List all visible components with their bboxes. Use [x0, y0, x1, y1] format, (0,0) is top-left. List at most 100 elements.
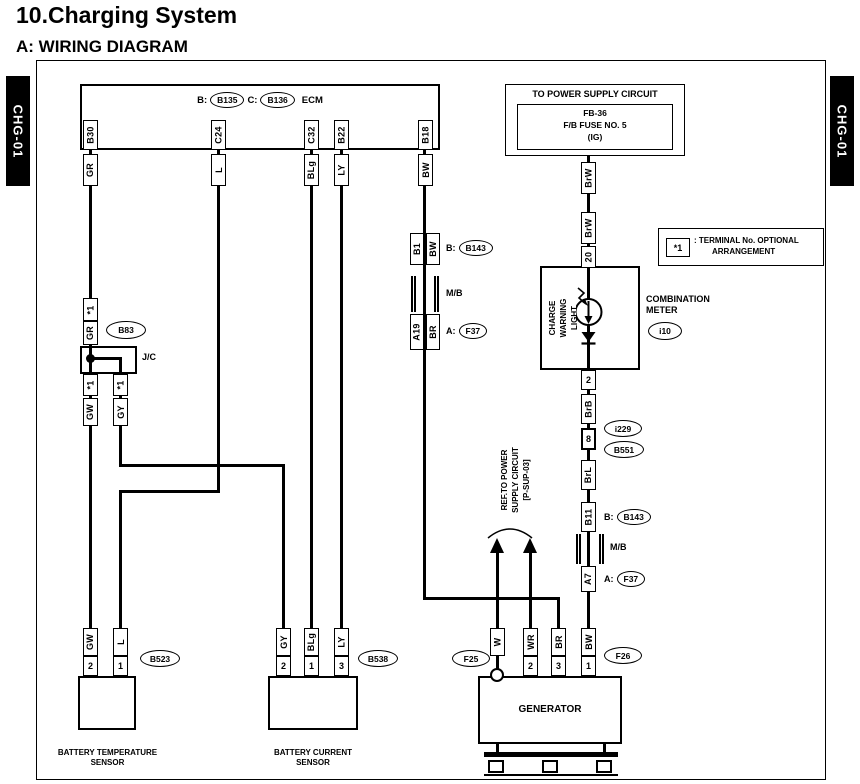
main-fuse-box-passthrough-mid	[411, 276, 439, 312]
wire-color-brw-upper: BrW	[581, 162, 596, 194]
terminal-note-line2: ARRANGEMENT	[712, 247, 776, 256]
ecm-pin-c24: C24	[211, 120, 226, 150]
wire-bw-mid	[423, 150, 426, 600]
bcs-pin-3: 3	[334, 656, 349, 676]
gen-terminal-w-bolt	[490, 668, 504, 682]
wire-l-lower	[119, 490, 122, 676]
gen-wire-color-br: BR	[551, 628, 566, 656]
ecm-pin-c32: C32	[304, 120, 319, 150]
ecm-connector-b136: B136	[260, 92, 295, 108]
connector-b143-right-oval: B143	[616, 509, 651, 525]
bcs-wire-color-gy: GY	[276, 628, 291, 656]
bts-wire-color-l: L	[113, 628, 128, 656]
terminal-note-box	[658, 228, 824, 266]
ecm-pin-b18: B18	[418, 120, 433, 150]
connector-i10: i10	[648, 322, 682, 340]
fuse-name: F/B FUSE NO. 5	[563, 120, 627, 130]
connector-b551: B551	[604, 441, 644, 458]
side-tag-right-label: CHG-01	[834, 104, 850, 158]
wire-gr	[89, 150, 92, 346]
wire-color-l: L	[211, 154, 226, 186]
ref-note-line2: SUPPLY CIRCUIT	[510, 447, 520, 513]
bcs-pin-1: 1	[304, 656, 319, 676]
diagram-frame	[36, 60, 826, 780]
wire-color-bw-mid: BW	[426, 233, 440, 265]
ecm-connector-b135: B135	[210, 92, 245, 108]
generator-name: GENERATOR	[518, 704, 582, 715]
connector-b143-oval: B143	[458, 240, 493, 256]
wire-br-horizontal	[423, 597, 560, 600]
ecm-conn-c-prefix: C:	[247, 94, 258, 106]
wire-gw	[89, 374, 92, 676]
charge-warning-light-line1: CHARGE	[547, 300, 557, 336]
generator-mount-leg-left	[496, 744, 499, 754]
terminal-note-line1: : TERMINAL No. OPTIONAL	[694, 236, 799, 245]
battery-temp-sensor-name: BATTERY TEMPERATURE SENSOR	[30, 748, 185, 768]
power-supply-title: TO POWER SUPPLY CIRCUIT	[532, 89, 658, 99]
ecm-pin-b22: B22	[334, 120, 349, 150]
battery-temp-sensor-box	[78, 676, 136, 730]
pin-b1: B1	[410, 233, 424, 265]
charge-warning-light-line2: WARNING	[558, 298, 568, 338]
wire-color-gr-junction: GR	[83, 321, 98, 345]
connector-f37-oval: F37	[458, 323, 488, 339]
battery-current-sensor-name-line1: BATTERY CURRENT	[273, 748, 353, 757]
battery-current-sensor-box	[268, 676, 358, 730]
battery-current-sensor-name: BATTERY CURRENT SENSOR	[253, 748, 373, 768]
gen-wire-color-w: W	[490, 628, 505, 656]
b143-prefix: B:	[446, 243, 456, 253]
main-fuse-box-passthrough-right	[576, 534, 604, 564]
wire-gy-lower	[282, 464, 285, 676]
f37-prefix: A:	[446, 326, 456, 336]
side-tag-right: CHG-01	[830, 76, 854, 186]
wire-color-gy: GY	[113, 398, 128, 426]
junction-connector-box	[80, 346, 137, 374]
wire-color-gr: GR	[83, 154, 98, 186]
ecm-box	[80, 84, 440, 150]
combination-meter-name-line1: COMBINATION	[646, 294, 710, 304]
connector-f25: F25	[452, 650, 490, 667]
power-supply-fuse-box	[517, 104, 673, 150]
terminal-star1-out-right: *1	[113, 374, 128, 396]
terminal-star1-out-left: *1	[83, 374, 98, 396]
wire-l-upper	[217, 150, 220, 493]
pin-a7: A7	[581, 566, 596, 592]
gen-pin-3: 3	[551, 656, 566, 676]
ref-power-supply-note: REF.TO POWER SUPPLY CIRCUIT [P-SUP-03]	[497, 425, 533, 535]
connector-f37-right-oval: F37	[616, 571, 646, 587]
ecm-header: B: B135 C: B136 ECM	[80, 92, 440, 108]
generator-mount-baseline	[484, 774, 618, 776]
wire-color-ly: LY	[334, 154, 349, 186]
terminal-star1-in: *1	[83, 298, 98, 321]
mb-label-right: M/B	[610, 542, 627, 552]
page-subtitle: A: WIRING DIAGRAM	[16, 37, 188, 56]
wire-color-brl: BrL	[581, 460, 596, 490]
wire-color-blg: BLg	[304, 154, 319, 186]
generator-mount-foot-3	[596, 760, 612, 773]
bts-pin-2: 2	[83, 656, 98, 676]
wire-color-brw-lower: BrW	[581, 212, 596, 244]
ecm-name: ECM	[301, 94, 323, 106]
wire-color-bw: BW	[418, 154, 433, 186]
junction-dot	[86, 354, 95, 363]
charge-warning-light-symbol	[576, 287, 603, 345]
gen-wire-color-bw: BW	[581, 628, 596, 656]
connector-f37-mid: A: F37	[446, 323, 488, 339]
connector-b83: B83	[106, 321, 146, 339]
pin-a19: A19	[410, 314, 424, 350]
ref-note-line3: [P-SUP-03]	[521, 459, 531, 501]
gen-pin-2: 2	[523, 656, 538, 676]
pin-8-joint: 8	[581, 428, 596, 450]
bcs-pin-2: 2	[276, 656, 291, 676]
ref-arrow-up-w	[490, 538, 504, 553]
connector-b143-right: B: B143	[604, 509, 651, 525]
ref-arrow-up-wr	[523, 538, 537, 553]
wire-l-horizontal	[119, 490, 220, 493]
connector-b523: B523	[140, 650, 180, 667]
mb-label-mid: M/B	[446, 288, 463, 298]
wire-ref-wr	[529, 552, 532, 676]
connector-f37-right: A: F37	[604, 571, 646, 587]
generator-mount-bar	[484, 752, 618, 757]
fuse-id: FB-36	[583, 108, 607, 118]
